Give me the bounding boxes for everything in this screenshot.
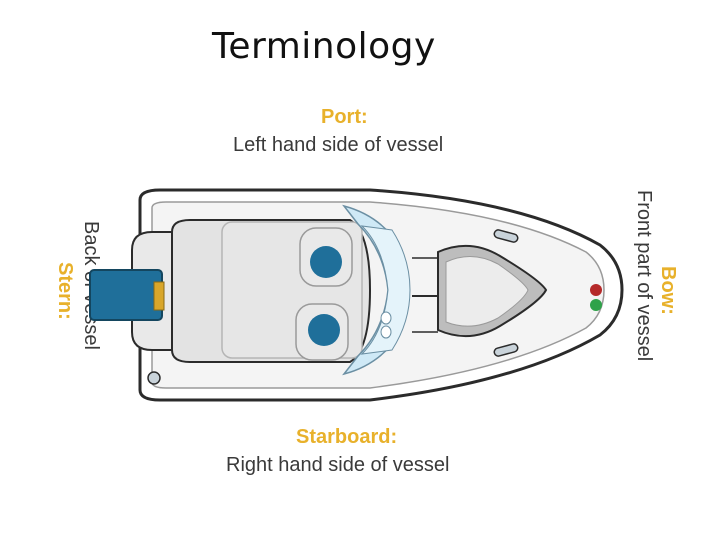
slide-title: Terminology (212, 26, 436, 67)
seat-bottom-cushion (308, 314, 340, 346)
cleat-bottom (493, 343, 519, 357)
port-label-heading: Port: (321, 106, 368, 128)
starboard-label-description: Right hand side of vessel (226, 454, 450, 476)
nav-light-red (590, 284, 602, 296)
outboard-motor-top (153, 281, 165, 311)
port-label-description: Left hand side of vessel (233, 134, 444, 156)
nav-light-green (590, 299, 602, 311)
stern-fitting (147, 371, 161, 385)
seat-top-cushion (310, 246, 342, 278)
gauge-2 (380, 325, 392, 339)
outboard-motor (89, 269, 163, 321)
gauge-1 (380, 311, 392, 325)
bow-cushion-inner (445, 256, 529, 327)
windshield-console (360, 225, 411, 355)
cleat-top (493, 229, 519, 243)
starboard-label-heading: Starboard: (296, 426, 398, 448)
